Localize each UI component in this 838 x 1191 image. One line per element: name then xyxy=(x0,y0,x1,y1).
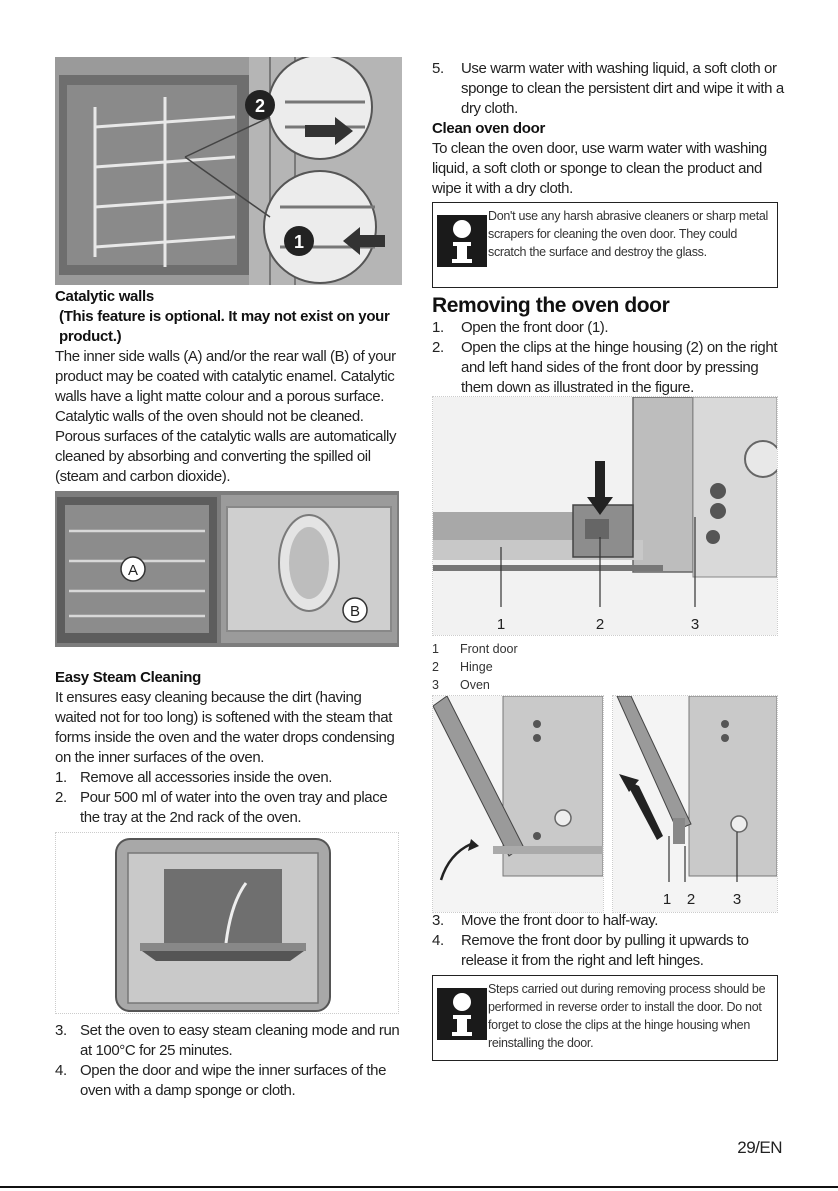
door-lift-illustration: 1 2 3 xyxy=(613,696,777,912)
info-note-2-text: Steps carried out during removing proces… xyxy=(488,982,766,1050)
figure-hinge-clips: 1 2 3 xyxy=(432,396,778,636)
steam-section: Easy Steam Cleaning It ensures easy clea… xyxy=(55,668,405,828)
remove-door-steps-continued: 3. Move the front door to half-way. 4. R… xyxy=(432,911,784,971)
list-item-number: 5. xyxy=(432,60,444,77)
list-item-text: Move the front door to half-way. xyxy=(461,912,659,929)
steam-steps-continued: 3. Set the oven to easy steam cleaning m… xyxy=(55,1021,405,1101)
figure-door-halfway xyxy=(432,695,604,913)
catalytic-title: Catalytic walls xyxy=(55,288,154,305)
list-item-number: 4. xyxy=(432,932,444,949)
list-item-number: 3. xyxy=(55,1022,67,1039)
hinge-legend: 1 Front door 2 Hinge 3 Oven xyxy=(432,640,632,694)
info-icon xyxy=(437,988,487,1040)
catalytic-walls-illustration: A B xyxy=(55,491,399,647)
list-item-number: 1. xyxy=(432,319,444,336)
list-item-text: Set the oven to easy steam cleaning mode… xyxy=(80,1022,400,1059)
steam-body: It ensures easy cleaning because the dir… xyxy=(55,689,395,766)
legend-label: Front door xyxy=(460,642,518,656)
list-item-text: Open the front door (1). xyxy=(461,319,609,336)
list-item: 2. Pour 500 ml of water into the oven tr… xyxy=(55,788,405,828)
legend-item: 3 Oven xyxy=(432,676,632,694)
info-note-2: Steps carried out during removing proces… xyxy=(432,975,778,1061)
legend-item: 2 Hinge xyxy=(432,658,632,676)
legend-number: 3 xyxy=(432,678,439,692)
hinge-fig-label-3: 3 xyxy=(691,616,699,633)
list-item: 4. Remove the front door by pulling it u… xyxy=(432,931,784,971)
figure-catalytic-rack: 2 1 xyxy=(55,57,402,285)
page-number: 29/EN xyxy=(737,1138,782,1157)
figure-steam-tray xyxy=(55,832,399,1014)
footer-rule xyxy=(0,1186,838,1188)
list-item: 3. Move the front door to half-way. xyxy=(432,911,784,931)
fig1-label-1: 1 xyxy=(294,232,304,252)
catalytic-subtitle: (This feature is optional. It may not ex… xyxy=(59,308,390,345)
list-item-text: Remove the front door by pulling it upwa… xyxy=(461,932,749,969)
legend-number: 1 xyxy=(432,642,439,656)
steam-title: Easy Steam Cleaning xyxy=(55,669,202,686)
catalytic-body: The inner side walls (A) and/or the rear… xyxy=(55,348,397,485)
list-item: 1. Remove all accessories inside the ove… xyxy=(55,768,405,788)
remove-door-title: Removing the oven door xyxy=(432,294,670,317)
door-clean-title: Clean oven door xyxy=(432,120,546,137)
list-item: 4. Open the door and wipe the inner surf… xyxy=(55,1061,405,1101)
list-item-text: Use warm water with washing liquid, a so… xyxy=(461,60,784,117)
door-fig-label-1: 1 xyxy=(663,891,671,908)
figure-catalytic-walls: A B xyxy=(55,491,399,647)
legend-number: 2 xyxy=(432,660,439,674)
list-item-number: 3. xyxy=(432,912,444,929)
list-item-text: Pour 500 ml of water into the oven tray … xyxy=(80,789,388,826)
hinge-fig-label-1: 1 xyxy=(497,616,505,633)
list-item-number: 2. xyxy=(55,789,67,806)
info-note-1: Don't use any harsh abrasive cleaners or… xyxy=(432,202,778,288)
list-item: 3. Set the oven to easy steam cleaning m… xyxy=(55,1021,405,1061)
list-item: 2. Open the clips at the hinge housing (… xyxy=(432,338,784,398)
info-icon xyxy=(437,215,487,267)
door-fig-label-2: 2 xyxy=(687,891,695,908)
door-clean-body: To clean the oven door, use warm water w… xyxy=(432,140,767,197)
legend-item: 1 Front door xyxy=(432,640,632,658)
list-item-number: 4. xyxy=(55,1062,67,1079)
list-item: 5. Use warm water with washing liquid, a… xyxy=(432,59,784,119)
remove-door-section: Removing the oven door 1. Open the front… xyxy=(432,294,784,398)
fig1-label-2: 2 xyxy=(255,96,265,116)
legend-label: Hinge xyxy=(460,660,493,674)
oven-rack-illustration: 2 1 xyxy=(55,57,402,285)
fig2-label-b: B xyxy=(350,603,360,620)
hinge-clip-illustration: 1 2 3 xyxy=(433,397,777,635)
list-item-text: Open the clips at the hinge housing (2) … xyxy=(461,339,778,396)
right-top-section: 5. Use warm water with washing liquid, a… xyxy=(432,59,784,199)
list-item-number: 1. xyxy=(55,769,67,786)
door-fig-label-3: 3 xyxy=(733,891,741,908)
list-item-text: Open the door and wipe the inner surface… xyxy=(80,1062,387,1099)
door-halfway-illustration xyxy=(433,696,603,912)
list-item-text: Remove all accessories inside the oven. xyxy=(80,769,333,786)
info-note-1-text: Don't use any harsh abrasive cleaners or… xyxy=(488,209,768,259)
legend-label: Oven xyxy=(460,678,490,692)
figure-door-lift: 1 2 3 xyxy=(612,695,778,913)
hinge-fig-label-2: 2 xyxy=(596,616,604,633)
fig2-label-a: A xyxy=(128,562,138,579)
catalytic-section: Catalytic walls (This feature is optiona… xyxy=(55,287,405,487)
list-item: 1. Open the front door (1). xyxy=(432,318,784,338)
list-item-number: 2. xyxy=(432,339,444,356)
oven-tray-illustration xyxy=(115,838,331,1012)
